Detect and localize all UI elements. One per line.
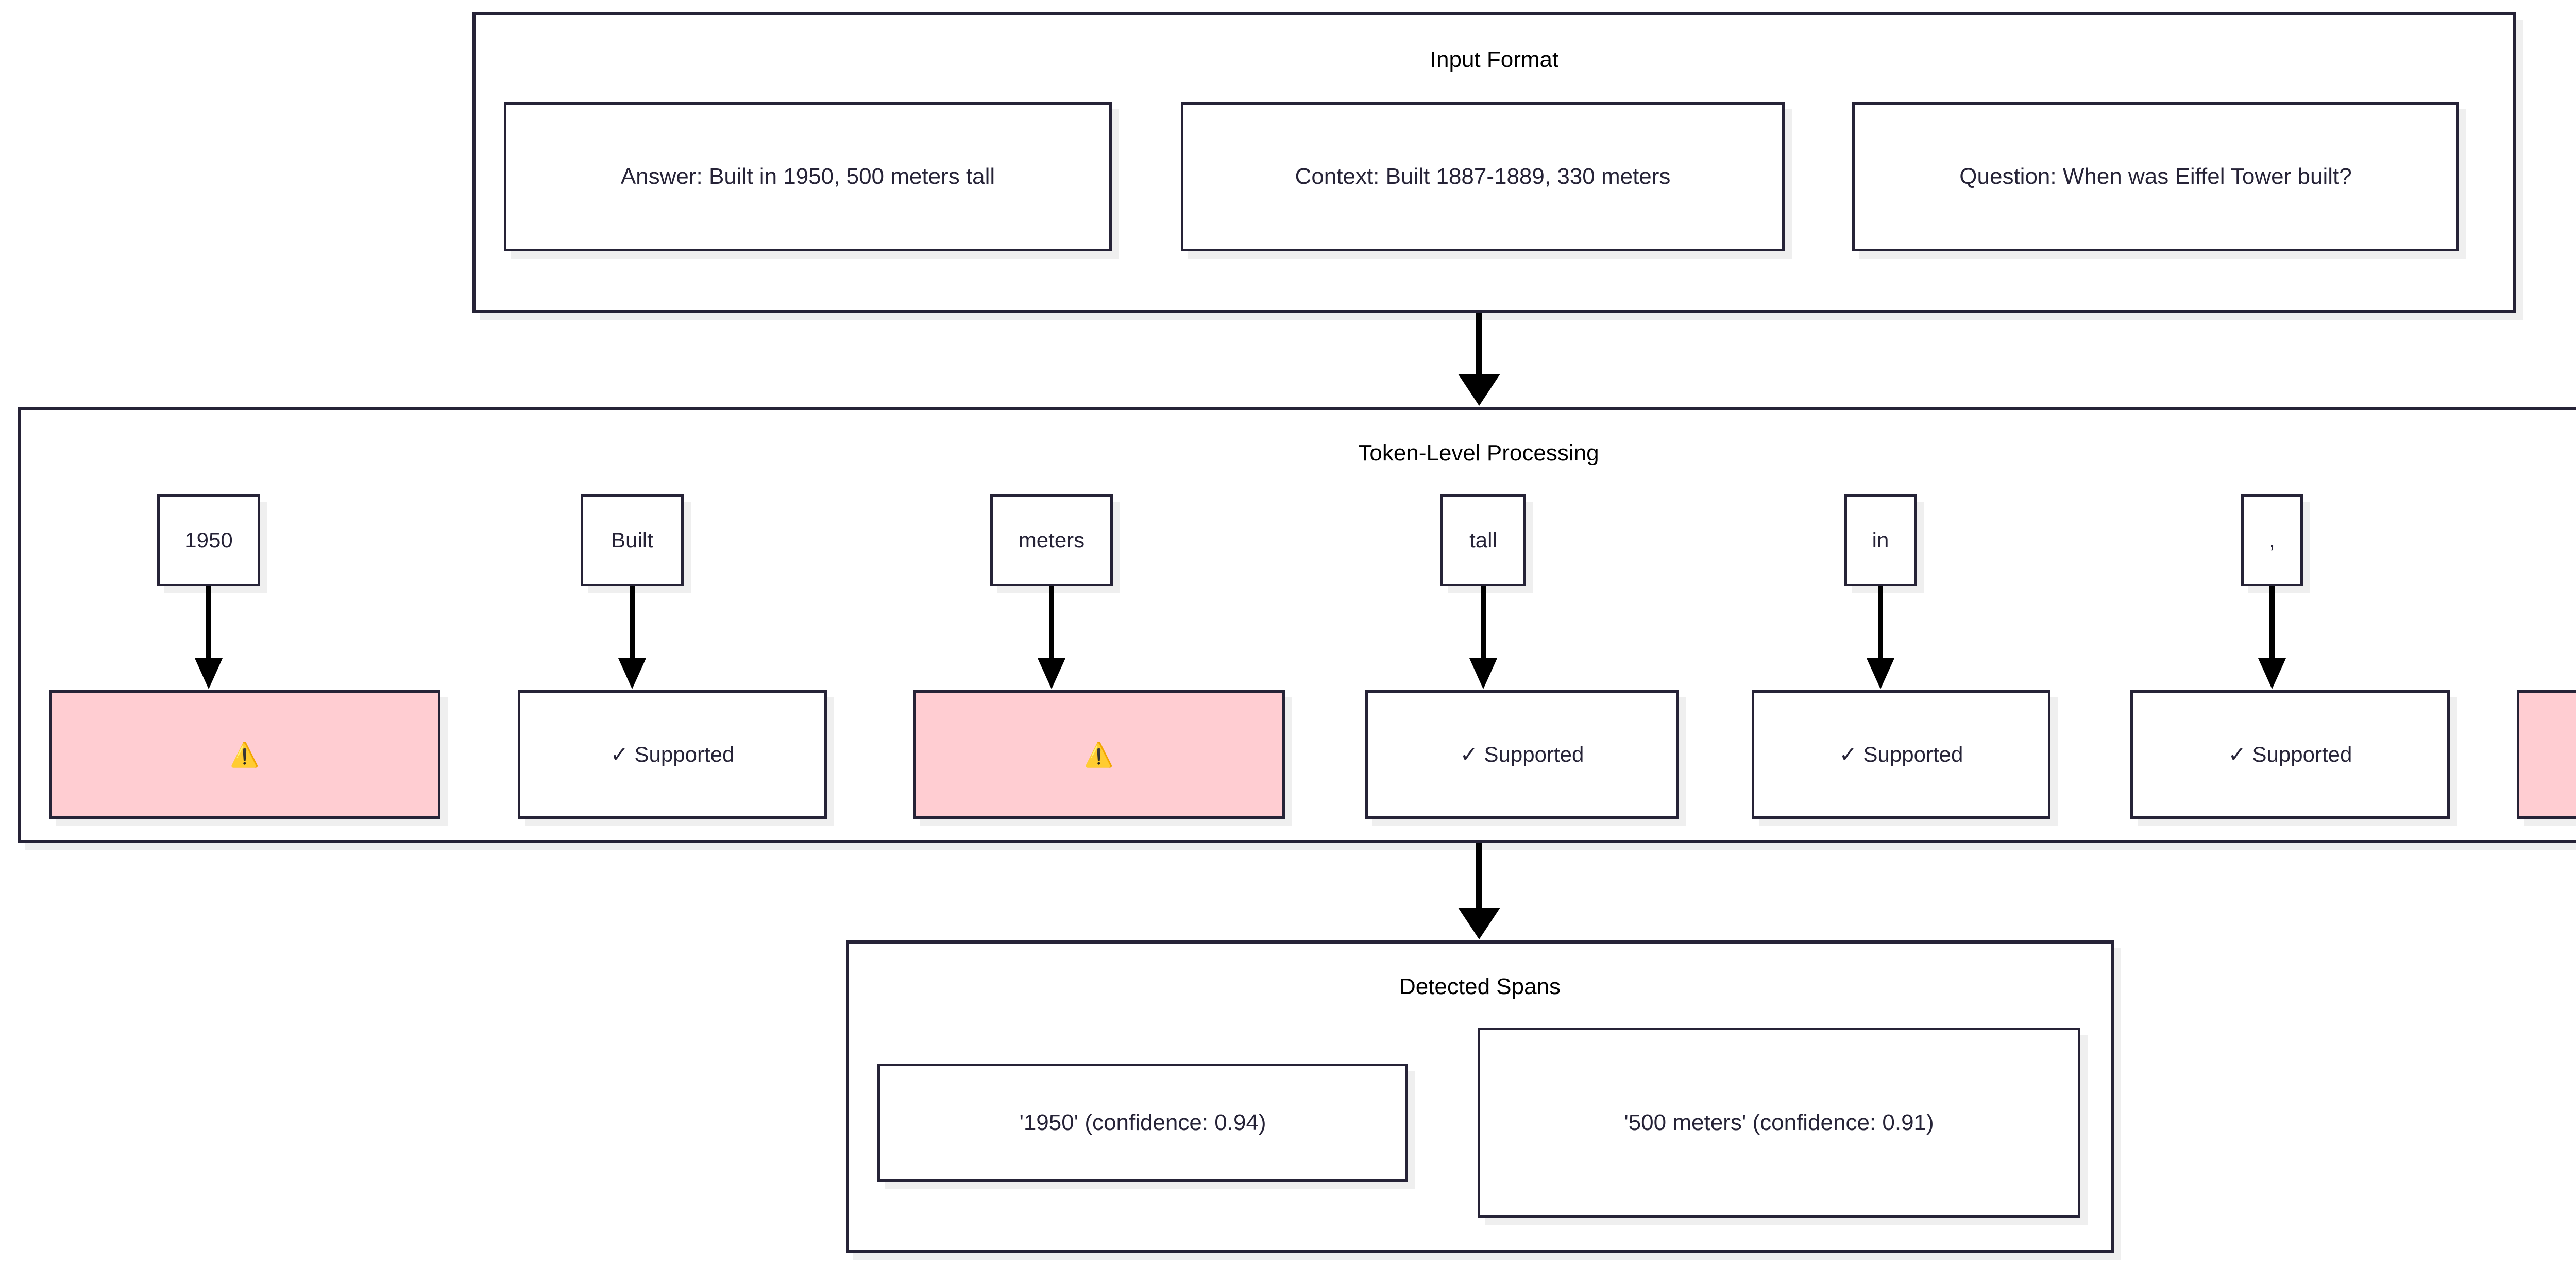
token-box-1950[interactable]: 1950	[157, 494, 260, 586]
arrow-token-comma	[2258, 586, 2286, 689]
token-box-meters[interactable]: meters	[990, 494, 1113, 586]
token-label: meters	[1018, 528, 1085, 553]
cluster-title-input-format: Input Format	[1430, 47, 1559, 72]
node-context-label: Context: Built 1887-1889, 330 meters	[1295, 163, 1671, 189]
span-label: '500 meters' (confidence: 0.91)	[1624, 1109, 1934, 1135]
node-answer-label: Answer: Built in 1950, 500 meters tall	[620, 163, 995, 189]
arrow-token-meters	[1038, 586, 1065, 689]
node-question[interactable]: Question: When was Eiffel Tower built?	[1852, 102, 2459, 251]
verdict-box-built[interactable]: ✓ Supported	[518, 690, 827, 819]
arrow-token-in	[1867, 586, 1894, 689]
token-label: tall	[1469, 528, 1497, 553]
arrow-tokens-to-spans	[1458, 843, 1500, 939]
verdict-box-tall[interactable]: ✓ Supported	[1365, 690, 1679, 819]
token-label: Built	[611, 528, 653, 553]
span-box-500-meters[interactable]: '500 meters' (confidence: 0.91)	[1478, 1028, 2080, 1218]
token-box-comma[interactable]: ,	[2241, 494, 2303, 586]
token-label: 1950	[184, 528, 233, 553]
warning-icon: ⚠️	[230, 741, 260, 768]
token-label: in	[1872, 528, 1889, 553]
node-answer[interactable]: Answer: Built in 1950, 500 meters tall	[504, 102, 1112, 251]
arrow-token-tall	[1469, 586, 1497, 689]
verdict-box-meters[interactable]: ⚠️	[913, 690, 1285, 819]
verdict-box-comma[interactable]: ✓ Supported	[2130, 690, 2450, 819]
cluster-title-token-processing: Token-Level Processing	[1358, 440, 1599, 466]
node-question-label: Question: When was Eiffel Tower built?	[1959, 163, 2352, 189]
arrow-token-built	[618, 586, 646, 689]
verdict-label: ✓ Supported	[1839, 742, 1963, 767]
token-box-in[interactable]: in	[1844, 494, 1917, 586]
node-context[interactable]: Context: Built 1887-1889, 330 meters	[1181, 102, 1785, 251]
arrow-token-1950	[195, 586, 223, 689]
token-label: ,	[2269, 528, 2275, 553]
arrow-input-to-tokens	[1458, 313, 1500, 406]
verdict-label: ✓ Supported	[2228, 742, 2352, 767]
cluster-title-detected-spans: Detected Spans	[1399, 974, 1561, 999]
token-box-built[interactable]: Built	[581, 494, 684, 586]
span-label: '1950' (confidence: 0.94)	[1019, 1109, 1266, 1135]
verdict-box-1950[interactable]: ⚠️	[49, 690, 440, 819]
verdict-label: ✓ Supported	[1460, 742, 1584, 767]
span-box-1950[interactable]: '1950' (confidence: 0.94)	[877, 1064, 1408, 1182]
verdict-box-in[interactable]: ✓ Supported	[1752, 690, 2050, 819]
warning-icon: ⚠️	[1084, 741, 1114, 768]
verdict-box-500[interactable]: ⚠️	[2517, 690, 2576, 819]
token-box-tall[interactable]: tall	[1440, 494, 1526, 586]
verdict-label: ✓ Supported	[610, 742, 735, 767]
